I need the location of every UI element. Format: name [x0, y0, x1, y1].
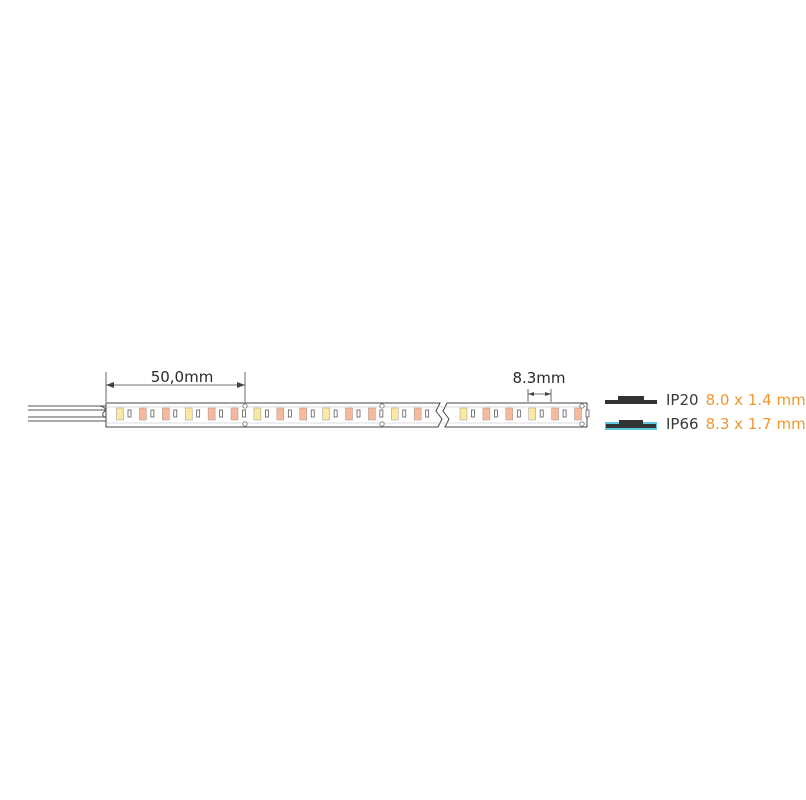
resistor [356, 409, 361, 418]
led-chip [528, 407, 536, 421]
resistor [494, 409, 498, 418]
ip20-profile-icon [605, 396, 657, 404]
resistor [425, 409, 430, 418]
solder-pad [242, 421, 248, 427]
led-chip [116, 407, 124, 421]
led-chip [391, 407, 399, 421]
resistor [265, 409, 269, 418]
ip66-profile-icon [605, 420, 657, 430]
led-chip [505, 407, 514, 421]
ip66-size: 8.3 x 1.7 mm [705, 415, 806, 433]
solder-pad [379, 421, 385, 427]
led-pitch-label: 8.3mm [512, 369, 565, 387]
resistor [242, 409, 246, 418]
led-chip [162, 407, 170, 421]
led-chip [230, 407, 239, 421]
resistor [196, 409, 201, 418]
solder-pad-group [242, 403, 585, 427]
led-chip [322, 407, 330, 421]
led-chip [184, 407, 193, 421]
strip-body-right [442, 402, 588, 428]
resistor [471, 409, 475, 418]
solder-pad [579, 403, 585, 409]
solder-pad [379, 403, 385, 409]
led-chip [459, 407, 468, 421]
resistor [333, 409, 338, 418]
led-chip [345, 407, 353, 421]
dimension-led-pitch: 8.3mm [512, 369, 566, 402]
dimension-segment-length: 50,0mm [105, 368, 246, 402]
resistor [402, 409, 407, 418]
resistor [585, 409, 590, 418]
led-chip [368, 407, 376, 421]
profile-ip66: IP66 8.3 x 1.7 mm [605, 414, 806, 434]
resistor [379, 409, 384, 418]
resistor [287, 409, 292, 418]
solder-pad [242, 403, 248, 409]
led-chip [139, 407, 147, 421]
resistor [127, 409, 132, 418]
profile-ip20: IP20 8.0 x 1.4 mm [605, 390, 806, 410]
resistor [173, 409, 178, 418]
ip20-rating: IP20 [666, 391, 699, 409]
ip20-size: 8.0 x 1.4 mm [705, 391, 806, 409]
resistor [219, 409, 223, 418]
resistor [562, 409, 567, 418]
led-chip [207, 407, 216, 421]
segment-length-label: 50,0mm [151, 368, 214, 386]
solder-pad [579, 421, 585, 427]
led-chip [482, 407, 491, 421]
led-chip [574, 407, 582, 421]
ip66-rating: IP66 [666, 415, 699, 433]
led-chip [253, 407, 262, 421]
resistor [516, 409, 521, 418]
lead-wires [28, 405, 109, 422]
led-chip [551, 407, 559, 421]
led-chip [276, 407, 285, 421]
resistor [310, 409, 315, 418]
resistor [150, 409, 155, 418]
resistor [539, 409, 544, 418]
led-group [116, 407, 590, 421]
led-chip [299, 407, 307, 421]
led-chip [413, 407, 422, 421]
